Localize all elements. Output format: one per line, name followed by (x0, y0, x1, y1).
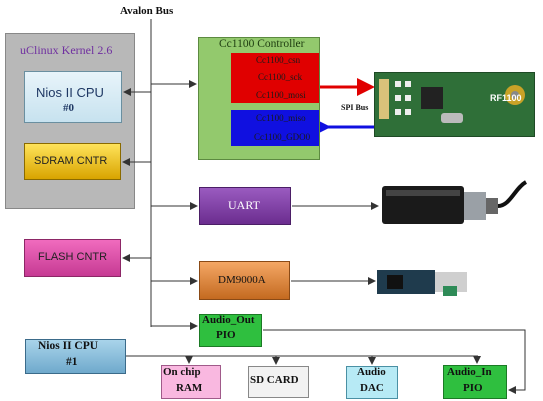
signal-sck: Cc1100_sck (258, 72, 303, 82)
rf1100-label: RF1100 (490, 93, 522, 103)
rf1100-module-image (374, 72, 535, 137)
dm9000a-label: DM9000A (218, 274, 266, 286)
audio-dac-label: Audio (357, 366, 386, 378)
uart-label: UART (228, 198, 260, 212)
sdram-controller-block (24, 143, 121, 180)
flash-controller-block (24, 239, 121, 277)
flash-controller-label: FLASH CNTR (38, 251, 108, 263)
spi-bus-label: SPI Bus (341, 103, 369, 112)
audio-in-pio-label: PIO (463, 382, 483, 394)
sd-card-block (248, 366, 309, 398)
audio-dac-label-2: DAC (360, 382, 384, 394)
onchip-ram-block (161, 365, 221, 399)
signal-gdo0: Cc1100_GDO0 (254, 132, 311, 142)
ethernet-module-image (377, 266, 472, 299)
uart-block (199, 187, 291, 225)
uart-cable-image (380, 178, 530, 234)
dm9000a-block (199, 261, 290, 300)
audio-out-pio-block (199, 314, 262, 347)
audio-in-pio-block (443, 365, 507, 399)
audio-out-label: Audio_Out (202, 314, 255, 326)
nios-cpu-0-block (24, 71, 122, 123)
nios-cpu-1-label: Nios II CPU (38, 340, 99, 352)
nios-cpu-1-block (25, 339, 126, 374)
signal-miso: Cc1100_miso (256, 113, 306, 123)
cc1100-controller-title: Cc1100 Controller (219, 38, 305, 50)
nios-cpu-0-label: Nios II CPU (36, 85, 104, 100)
cc1100-input-signals (231, 110, 319, 146)
audio-out-pio-label: PIO (216, 329, 236, 341)
nios-cpu-0-number: #0 (63, 102, 74, 114)
avalon-bus-label: Avalon Bus (120, 5, 174, 17)
audio-in-label: Audio_In (447, 366, 492, 378)
sd-card-label: SD CARD (250, 374, 299, 386)
signal-mosi: Cc1100_mosi (256, 90, 306, 100)
sdram-controller-label: SDRAM CNTR (34, 155, 108, 167)
onchip-ram-label: On chip (163, 366, 201, 378)
audio-out-to-audio-in (263, 329, 526, 394)
onchip-ram-label-2: RAM (176, 382, 203, 394)
audio-dac-block (346, 366, 398, 399)
signal-csn: Cc1100_csn (256, 55, 301, 65)
cc1100-output-signals (231, 53, 319, 103)
kernel-title: uClinux Kernel 2.6 (20, 43, 113, 57)
nios-cpu-1-number: #1 (66, 356, 78, 368)
